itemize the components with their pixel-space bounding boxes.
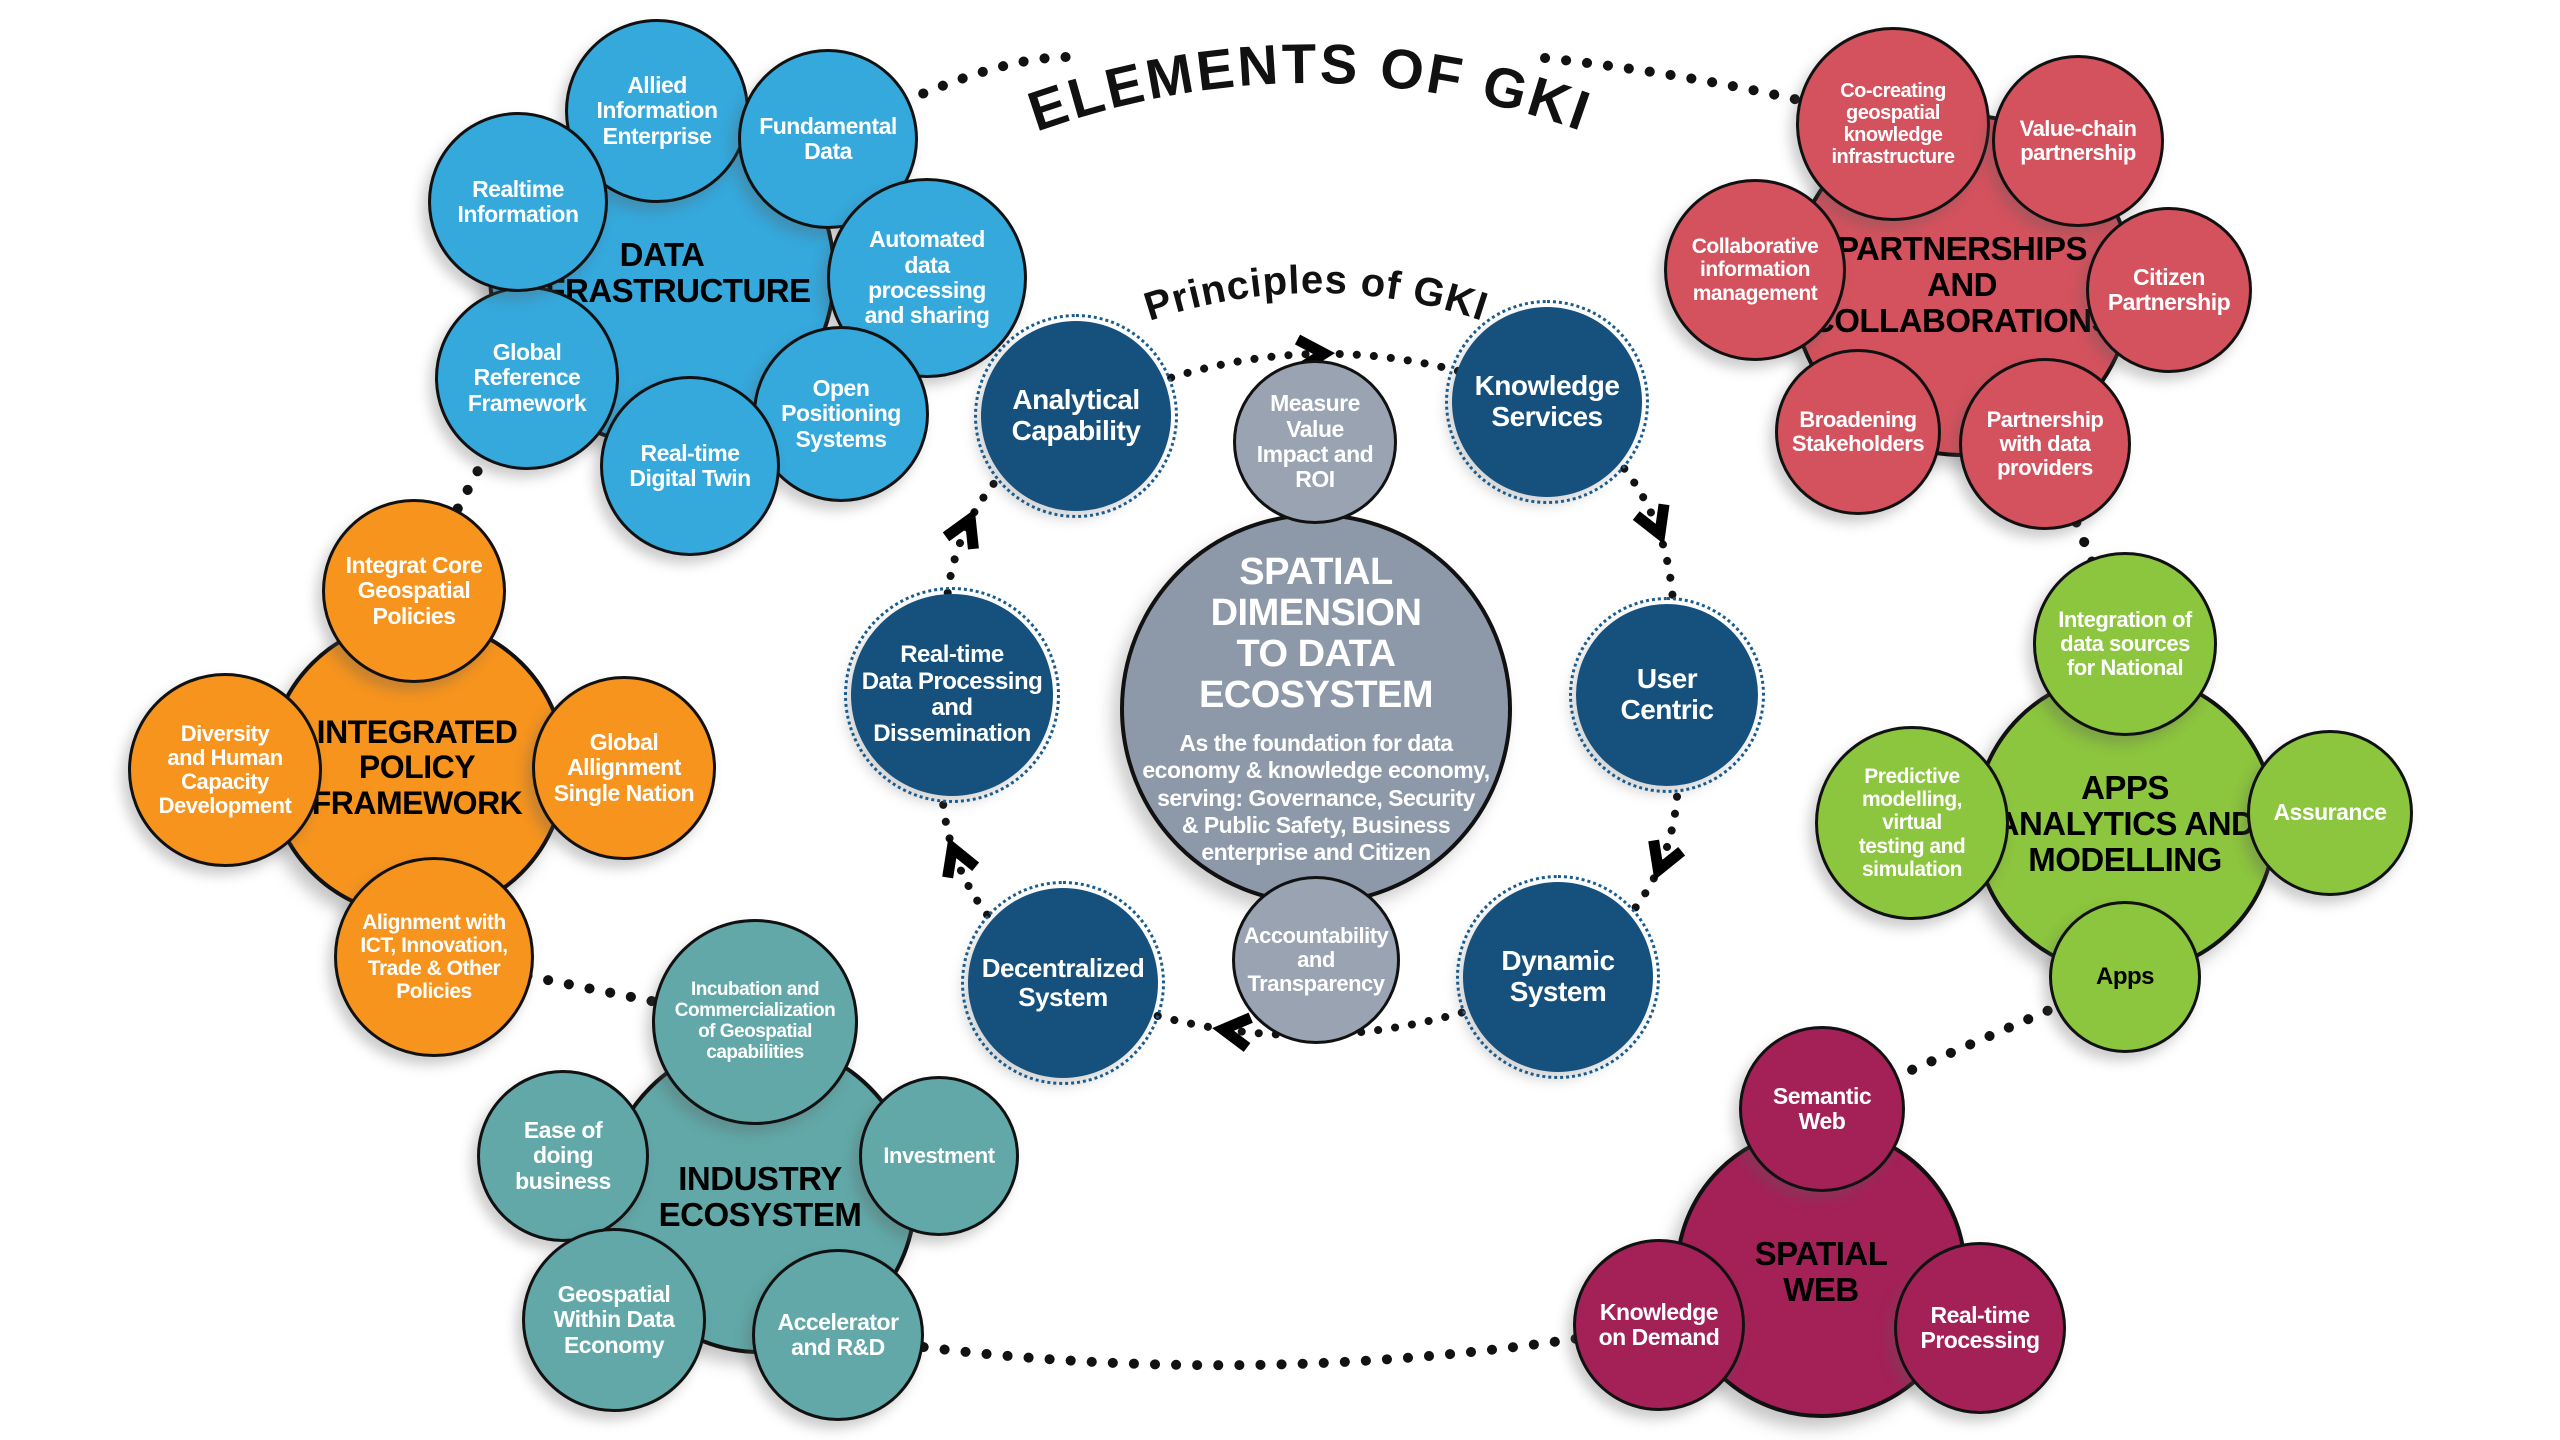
satellite-value-chain-partnership: Value-chain partnership <box>1992 55 2164 227</box>
satellite-global-reference-framework: Global Reference Framework <box>435 286 619 470</box>
satellite-integration-of-data-sources: Integration of data sources for National <box>2033 552 2217 736</box>
value-node-measure-value-impact-roi: Measure Value Impact and ROI <box>1233 360 1397 524</box>
center-body: As the foundation for data economy & kno… <box>1142 730 1490 865</box>
satellite-incubation-and-commercialization: Incubation and Commercialization of Geos… <box>652 919 858 1125</box>
flow-arrowhead <box>942 509 979 550</box>
satellite-collaborative-information-management: Collaborative information management <box>1664 179 1846 361</box>
flow-arrowhead <box>1648 839 1686 881</box>
principle-analytical-capability: Analytical Capability <box>974 314 1178 518</box>
satellite-ease-of-doing-business: Ease of doing business <box>477 1070 649 1242</box>
diagram-title: ELEMENTS OF GKI <box>1020 32 1600 143</box>
outer-dots-maroon-to-teal <box>833 1320 1664 1371</box>
satellite-citizen-partnership: Citizen Partnership <box>2086 207 2252 373</box>
principle-user-centric: User Centric <box>1569 597 1765 793</box>
satellite-assurance: Assurance <box>2247 730 2413 896</box>
flow-arrowhead <box>942 837 980 879</box>
satellite-realtime-information: Realtime Information <box>428 112 608 292</box>
satellite-accelerator-and-rd: Accelerator and R&D <box>752 1249 924 1421</box>
value-node-accountability-transparency: Accountability and Transparency <box>1232 876 1400 1044</box>
principle-knowledge-services: Knowledge Services <box>1445 300 1649 504</box>
satellite-broadening-stakeholders: Broadening Stakeholders <box>1775 349 1941 515</box>
satellite-knowledge-on-demand: Knowledge on Demand <box>1573 1239 1745 1411</box>
satellite-partnership-with-data-providers: Partnership with data providers <box>1959 358 2131 530</box>
principle-decentralized-system: Decentralized System <box>961 881 1165 1085</box>
flow-arrowhead <box>1632 503 1670 545</box>
satellite-open-positioning-systems: Open Positioning Systems <box>753 326 929 502</box>
satellite-apps: Apps <box>2049 901 2201 1053</box>
flow-arrowhead <box>1212 1012 1253 1052</box>
satellite-geospatial-within-data-economy: Geospatial Within Data Economy <box>522 1228 706 1412</box>
satellite-co-creating-geospatial-knowledge-infrastructure: Co-creating geospatial knowledge infrast… <box>1796 27 1990 221</box>
satellite-semantic-web: Semantic Web <box>1739 1026 1905 1192</box>
satellite-diversity-and-human-capacity-development: Diversity and Human Capacity Development <box>128 673 322 867</box>
center-title: SPATIAL DIMENSION TO DATA ECOSYSTEM <box>1198 551 1434 717</box>
satellite-real-time-processing: Real-time Processing <box>1894 1242 2066 1414</box>
satellite-investment: Investment <box>859 1076 1019 1236</box>
satellite-alignment-with-ict-innovation-trade: Alignment with ICT, Innovation, Trade & … <box>334 857 534 1057</box>
satellite-integrat-core-geospatial-policies: Integrat Core Geospatial Policies <box>322 499 506 683</box>
satellite-real-time-digital-twin: Real-time Digital Twin <box>600 376 780 556</box>
satellite-global-allignment-single-nation: Global Allignment Single Nation <box>532 676 716 860</box>
principle-dynamic-system: Dynamic System <box>1456 875 1660 1079</box>
center-spatial-dimension-hub: SPATIAL DIMENSION TO DATA ECOSYSTEM As t… <box>1120 513 1512 905</box>
outer-dots-blue-to-title <box>823 52 1090 144</box>
satellite-predictive-modelling-virtual-testing: Predictive modelling, virtual testing an… <box>1815 726 2009 920</box>
outer-dots-red-to-green <box>2040 439 2130 649</box>
principle-real-time-data-processing: Real-time Data Processing and Disseminat… <box>844 587 1060 803</box>
principles-title: Principles of GKI <box>1139 258 1493 330</box>
